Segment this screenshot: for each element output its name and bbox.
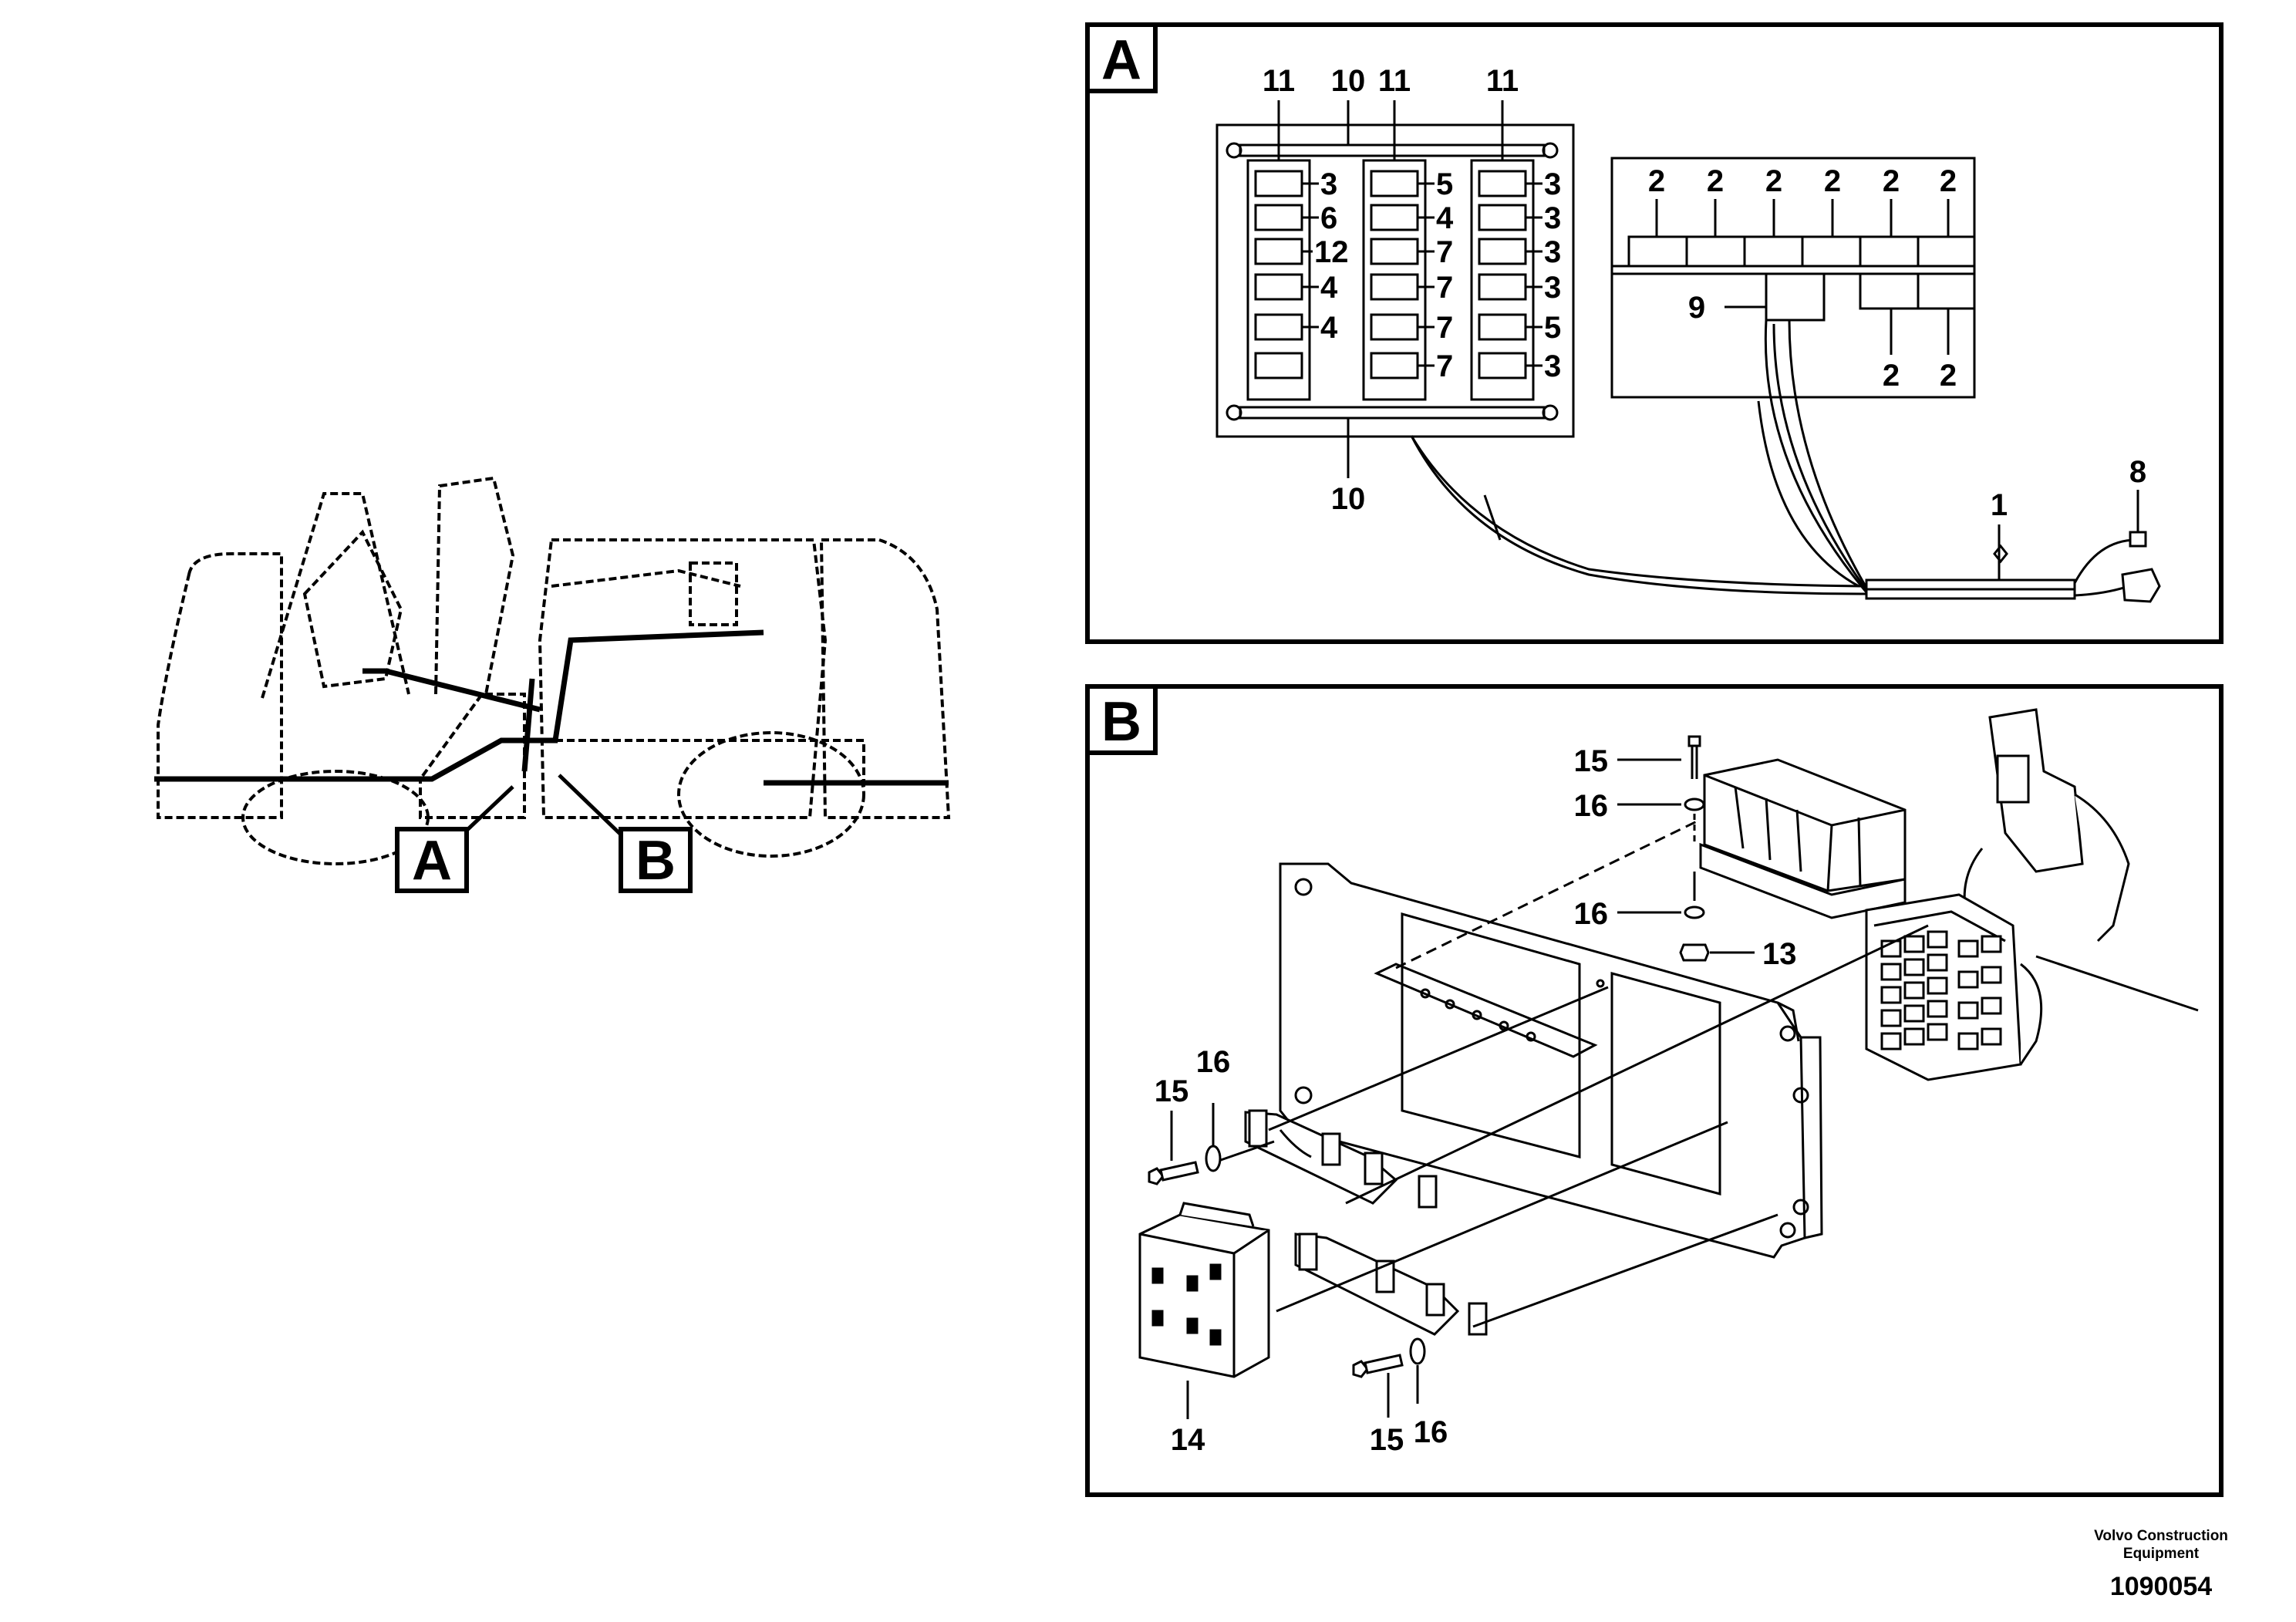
fuses-right bbox=[1478, 170, 1527, 379]
relay-labels: 2 2 2 2 2 2 2 2 9 bbox=[1648, 164, 1957, 393]
callout-5: 5 bbox=[1436, 167, 1453, 201]
callout-7: 7 bbox=[1436, 235, 1453, 269]
callout-10: 10 bbox=[1331, 64, 1366, 98]
relay-block-14 bbox=[1138, 1202, 1270, 1419]
callout-11: 11 bbox=[1486, 64, 1519, 98]
callout-2: 2 bbox=[1940, 164, 1957, 198]
callout-16: 16 bbox=[1574, 897, 1609, 931]
rear-drum-wheel bbox=[677, 731, 865, 858]
overview-label-b: B bbox=[636, 830, 676, 892]
fuse-labels: 3 6 12 4 4 5 4 7 7 7 7 3 3 3 3 5 3 bbox=[1314, 167, 1561, 383]
fuses-left bbox=[1254, 170, 1303, 379]
relay-leaders bbox=[1655, 199, 1950, 355]
callout-7: 7 bbox=[1436, 271, 1453, 305]
callout-16: 16 bbox=[1414, 1415, 1448, 1449]
callout-10: 10 bbox=[1331, 482, 1366, 516]
callout-15: 15 bbox=[1155, 1074, 1189, 1108]
overview-label-a: A bbox=[412, 830, 452, 892]
detail-b-panel: B bbox=[1085, 684, 2224, 1497]
relay-cluster bbox=[1699, 758, 1907, 919]
overview-label-a-box: A bbox=[395, 827, 469, 893]
callout-7: 7 bbox=[1436, 349, 1453, 383]
top-fasteners bbox=[1617, 735, 1755, 962]
callout-2: 2 bbox=[1765, 164, 1782, 198]
callout-4: 4 bbox=[1436, 201, 1454, 235]
callout-3: 3 bbox=[1544, 201, 1561, 235]
callout-12: 12 bbox=[1314, 235, 1349, 269]
callout-3: 3 bbox=[1544, 235, 1561, 269]
seat bbox=[302, 529, 403, 689]
fuse-leaders bbox=[1277, 100, 1542, 478]
relay-panel bbox=[1610, 157, 1976, 399]
assembly-lines bbox=[1218, 924, 1929, 1328]
callout-2: 2 bbox=[1824, 164, 1841, 198]
callout-2: 2 bbox=[1707, 164, 1724, 198]
callout-2: 2 bbox=[1648, 164, 1665, 198]
rops bbox=[434, 476, 515, 695]
hood-top bbox=[551, 568, 741, 588]
callout-3: 3 bbox=[1544, 271, 1561, 305]
callout-2: 2 bbox=[1940, 359, 1957, 393]
rail-upper bbox=[1244, 1109, 1438, 1209]
callout-4: 4 bbox=[1320, 271, 1338, 305]
footer: Volvo Construction Equipment 1090054 bbox=[2094, 1528, 2228, 1601]
callout-5: 5 bbox=[1544, 311, 1561, 345]
cab-frame bbox=[261, 492, 410, 699]
callout-16: 16 bbox=[1196, 1045, 1231, 1079]
hood-window bbox=[689, 561, 738, 626]
callout-6: 6 bbox=[1320, 201, 1337, 235]
harness-cables bbox=[1410, 319, 2137, 600]
bottom-fasteners bbox=[1352, 1337, 1426, 1418]
front-drum bbox=[157, 552, 283, 819]
callout-2: 2 bbox=[1883, 359, 1900, 393]
callout-16: 16 bbox=[1574, 789, 1609, 823]
connector-8 bbox=[1998, 490, 2161, 603]
left-fastener-labels: 15 16 bbox=[1155, 1045, 1231, 1108]
rail-lower bbox=[1294, 1233, 1488, 1336]
callout-3: 3 bbox=[1544, 349, 1561, 383]
callout-14: 14 bbox=[1171, 1423, 1205, 1457]
left-fasteners bbox=[1148, 1103, 1222, 1185]
bottom-fastener-labels: 15 16 bbox=[1370, 1415, 1448, 1457]
callout-2: 2 bbox=[1883, 164, 1900, 198]
callout-3: 3 bbox=[1320, 167, 1337, 201]
callout-15: 15 bbox=[1370, 1423, 1404, 1457]
detail-a-panel: A bbox=[1085, 22, 2224, 644]
callout-8: 8 bbox=[2129, 455, 2146, 489]
callout-7: 7 bbox=[1436, 311, 1453, 345]
machine-harness bbox=[154, 629, 949, 786]
rear-frame bbox=[532, 739, 865, 787]
callout-9: 9 bbox=[1688, 291, 1705, 325]
overview-pointers bbox=[442, 774, 625, 854]
rear-drum bbox=[819, 538, 951, 819]
figure-number: 1090054 bbox=[2110, 1572, 2212, 1601]
machine-overview bbox=[157, 476, 951, 865]
callout-3: 3 bbox=[1544, 167, 1561, 201]
connector-assembly bbox=[1865, 708, 2199, 1081]
detail-b-letter: B bbox=[1101, 691, 1141, 753]
callout-1: 1 bbox=[1991, 488, 2008, 522]
rail-bottom bbox=[1239, 406, 1546, 420]
alignment-line bbox=[1395, 820, 1698, 969]
callout-15: 15 bbox=[1574, 744, 1609, 778]
callout-11: 11 bbox=[1263, 64, 1295, 98]
callout-4: 4 bbox=[1320, 311, 1338, 345]
rail-top bbox=[1239, 143, 1546, 157]
top-fastener-labels: 15 16 16 13 bbox=[1574, 744, 1797, 971]
overview-label-b-box: B bbox=[619, 827, 693, 893]
fuses-middle bbox=[1370, 170, 1419, 379]
company-name-line1: Volvo Construction bbox=[2094, 1528, 2228, 1544]
engine-hood bbox=[538, 538, 828, 819]
holder-callouts: 11 10 11 11 10 bbox=[1263, 64, 1519, 516]
callout-13: 13 bbox=[1762, 937, 1797, 971]
company-name-line2: Equipment bbox=[2123, 1546, 2200, 1562]
relay-base bbox=[1765, 272, 1826, 322]
detail-a-letter: A bbox=[1101, 29, 1141, 91]
callout-11: 11 bbox=[1378, 64, 1411, 98]
